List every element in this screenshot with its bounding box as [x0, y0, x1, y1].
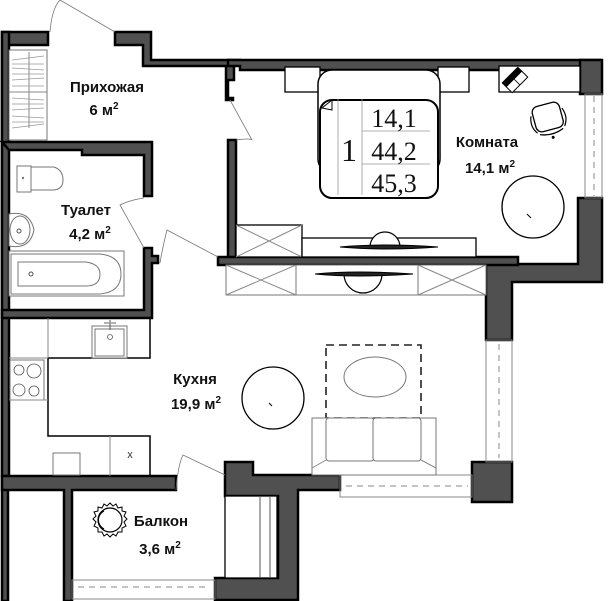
wall-kitchen-right-corner	[470, 460, 514, 504]
room-area-room: 14,1 м2	[465, 159, 515, 177]
kitchen-oven	[52, 452, 81, 476]
wall-room-left	[226, 138, 238, 262]
kitchen-hob	[9, 359, 45, 401]
round-rug-room	[501, 175, 565, 239]
bed	[317, 69, 441, 199]
room-area-bathroom: 4,2 м2	[69, 225, 111, 243]
window-room	[584, 93, 603, 199]
door-room	[229, 99, 253, 141]
wall-hallway-top-right	[113, 30, 242, 102]
kitchen-cross-mark: x	[127, 449, 133, 461]
room-name-hallway: Прихожая	[70, 79, 144, 96]
rooms-count: 1	[341, 132, 357, 168]
room-area-kitchen: 19,9 м2	[171, 395, 221, 413]
washbasin	[8, 212, 35, 248]
room-name-balcony: Балкон	[134, 513, 188, 530]
nightstand-left	[284, 66, 321, 93]
room-name-bathroom: Туалет	[61, 202, 111, 219]
apartment-info-badge: 1 14,1 44,2 45,3	[337, 99, 430, 198]
coffee-table	[343, 356, 407, 398]
window-balcony-bottom	[71, 579, 216, 600]
doors	[49, 0, 253, 491]
wall-bathroom-right	[0, 246, 160, 320]
living-area-value: 14,1	[371, 104, 417, 133]
toilet	[16, 165, 64, 193]
wall-room-bottom	[216, 255, 520, 267]
door-bathroom	[119, 197, 145, 249]
wall-left-outer	[0, 30, 11, 478]
total-with-balcony-value: 45,3	[371, 169, 417, 198]
kitchen-sink	[91, 320, 128, 359]
sofa	[311, 417, 437, 476]
sun-icon	[92, 502, 128, 538]
bathroom-fixtures	[8, 165, 125, 297]
office-chair	[530, 101, 567, 139]
room-area-balcony: 3,6 м2	[139, 540, 181, 558]
door-entrance	[49, 0, 116, 33]
room-name-kitchen: Кухня	[173, 371, 217, 388]
wall-room-right-top	[578, 58, 604, 96]
room-wardrobe	[235, 224, 477, 258]
door-kitchen	[159, 229, 219, 264]
wall-balcony-right	[213, 460, 342, 601]
room-name-room: Комната	[456, 134, 519, 151]
wall-bathroom-top	[0, 140, 154, 198]
windows	[71, 93, 603, 600]
room-labels: Прихожая 6 м2 Комната 14,1 м2 Туалет 4,2…	[61, 79, 519, 558]
laptop-icon	[501, 66, 529, 94]
nightstand-right	[437, 66, 470, 93]
window-kitchen-right	[485, 339, 513, 463]
door-balcony	[175, 454, 226, 491]
room-area-hallway: 6 м2	[89, 101, 119, 119]
kitchen-wardrobe	[225, 264, 487, 296]
round-rug-kitchen	[241, 366, 305, 430]
kitchen-set: x	[9, 317, 437, 476]
room-furniture	[235, 65, 581, 258]
bathtub	[8, 250, 125, 297]
hallway-wardrobe	[8, 49, 48, 141]
total-area-value: 44,2	[371, 137, 417, 166]
wall-kitchen-bottom	[0, 474, 178, 601]
balcony-door-frame	[224, 495, 278, 579]
